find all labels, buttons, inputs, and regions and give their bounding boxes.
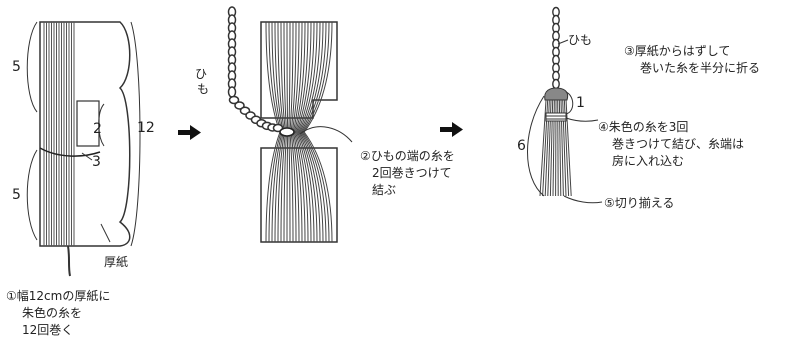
dim-head-label: 1	[576, 95, 585, 111]
step3-note4-line2: 巻きつけて結び、糸端は	[612, 137, 744, 151]
step3-group: ひも 1 6 ③厚紙からはずして 巻いた糸を半分に折る ④朱色の糸を3回 巻きつ…	[517, 6, 760, 210]
tassel-cord	[552, 6, 560, 90]
dim-height-label: 12	[137, 120, 155, 136]
dim-bracket-total	[130, 21, 141, 247]
thread-strand	[295, 21, 312, 243]
step3-note3-line1: ③厚紙からはずして	[624, 43, 730, 58]
cord-link	[228, 95, 240, 105]
cord-label-2: も	[197, 82, 209, 96]
leader-cardboard	[100, 223, 111, 243]
dim-bracket-mid	[98, 103, 105, 147]
wound-thread	[43, 22, 75, 246]
dim-length-label: 6	[517, 138, 526, 154]
thread-strand	[294, 21, 309, 243]
tassel-head	[544, 87, 569, 101]
step3-note4-line1: ④朱色の糸を3回	[598, 120, 688, 134]
dim-tie-label: 3	[92, 154, 101, 170]
leader-step2	[299, 126, 353, 143]
step2-group: ひ も ②ひもの端の糸を 2回巻きつけて 結ぶ	[195, 6, 455, 243]
step-arrow-1	[178, 125, 201, 140]
leader-tie	[81, 152, 93, 161]
thread-strand	[299, 21, 321, 243]
cord-link	[227, 86, 237, 98]
step1-group: 5 2 3 5 12 厚紙 ①幅12cmの厚紙に 朱色の糸を 12回巻く	[6, 21, 155, 337]
cord-link	[552, 78, 560, 90]
step2-caption-line2: 2回巻きつけて	[372, 166, 452, 180]
leader-step5	[563, 195, 603, 204]
tassel-strand	[539, 99, 547, 197]
cord	[227, 6, 284, 133]
thread-strand	[300, 21, 324, 243]
thread-strand	[298, 21, 318, 243]
thread-strand	[303, 21, 333, 243]
dim-mid-label: 2	[93, 121, 102, 137]
step3-note5: ⑤切り揃える	[604, 195, 674, 210]
cord-label-1: ひ	[195, 67, 207, 81]
step-arrow-2	[440, 122, 463, 137]
dim-top-label: 5	[12, 59, 21, 75]
dim-bracket-top	[26, 21, 38, 113]
thread-strand	[297, 21, 315, 243]
thread-tail	[67, 245, 71, 277]
dim-bracket-head	[565, 91, 574, 115]
cord-link	[234, 101, 245, 110]
dim-bottom-label: 5	[12, 187, 21, 203]
cord-label: ひも	[568, 33, 592, 47]
step1-caption-line3: 12回巻く	[22, 323, 73, 337]
cardboard-label: 厚紙	[104, 254, 128, 269]
step1-caption-line2: 朱色の糸を	[22, 306, 82, 320]
tie-thread	[39, 147, 101, 157]
step3-note3-line2: 巻いた糸を半分に折る	[640, 60, 760, 75]
leader-step4	[565, 117, 599, 122]
step2-caption-line3: 結ぶ	[372, 183, 396, 197]
cord-tie-knot	[279, 127, 295, 137]
tassel-binding	[545, 112, 567, 122]
tassel-strand	[565, 99, 572, 197]
step2-caption-line1: ②ひもの端の糸を	[360, 149, 455, 163]
leader-cord	[557, 39, 569, 45]
gathered-thread	[265, 21, 333, 243]
step3-note4-line3: 房に入れ込む	[612, 153, 684, 168]
dim-bracket-length	[527, 95, 545, 197]
dim-bracket-bottom	[26, 149, 38, 241]
step1-caption-line1: ①幅12cmの厚紙に	[6, 288, 110, 303]
